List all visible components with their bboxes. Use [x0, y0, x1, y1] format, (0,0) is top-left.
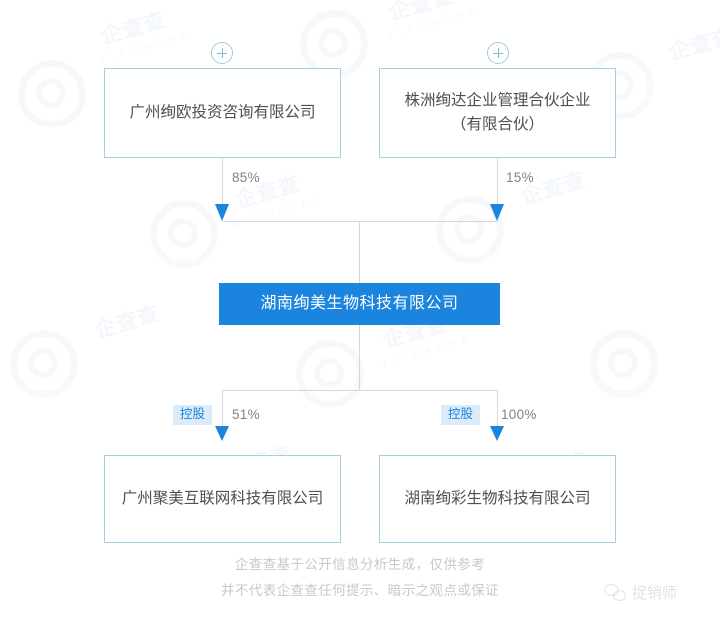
subsidiary-node-1[interactable]: 广州聚美互联网科技有限公司 [104, 455, 341, 543]
disclaimer-line-2: 并不代表企查查任何提示、暗示之观点或保证 [221, 582, 499, 598]
shareholder-node-1-label: 广州绚欧投资咨询有限公司 [129, 103, 316, 121]
edge-label-shareholder-2-percent: 15% [506, 170, 534, 185]
arrow-shareholder-1 [215, 204, 229, 221]
watermark-brand-sub: Q I C H A C H A [378, 333, 472, 369]
watermark-brand-text: 企查查 [98, 8, 169, 49]
connector-shareholder-1-vertical [222, 158, 223, 206]
watermark-brand-text: 企查查 [92, 302, 163, 343]
expand-shareholder-2-icon[interactable] [487, 42, 509, 64]
connector-root-outbound-vertical [359, 325, 360, 390]
shareholder-node-2[interactable]: 株洲绚达企业管理合伙企业（有限合伙） [379, 68, 616, 158]
subsidiary-2-control-tag: 控股 [441, 405, 481, 425]
subsidiary-node-1-label: 广州聚美互联网科技有限公司 [121, 489, 324, 507]
edge-label-subsidiary-1-percent: 51% [232, 407, 260, 422]
wechat-icon [604, 583, 626, 602]
expand-shareholder-1-icon[interactable] [211, 42, 233, 64]
subsidiary-1-control-tag: 控股 [173, 405, 213, 425]
disclaimer: 企查查基于公开信息分析生成，仅供参考 并不代表企查查任何提示、暗示之观点或保证 [0, 552, 720, 603]
edge-label-subsidiary-2-percent: 100% [501, 407, 537, 422]
connector-bottom-horizontal-bus [222, 390, 498, 391]
arrow-subsidiary-2 [490, 426, 504, 441]
shareholder-node-1[interactable]: 广州绚欧投资咨询有限公司 [104, 68, 341, 158]
watermark-logo-ring [296, 340, 364, 408]
subsidiary-node-2[interactable]: 湖南绚彩生物科技有限公司 [379, 455, 616, 543]
subsidiary-node-2-label: 湖南绚彩生物科技有限公司 [404, 489, 591, 507]
root-company-label: 湖南绚美生物科技有限公司 [260, 294, 459, 312]
watermark-logo-ring [590, 330, 658, 398]
watermark-brand-sub: Q I C H A C H A [230, 193, 324, 229]
watermark-logo-ring [18, 60, 86, 128]
watermark-logo-ring [150, 200, 218, 268]
connector-subsidiary-1-vertical [222, 390, 223, 428]
watermark-brand-sub: Q I C H A C H A [96, 29, 190, 65]
watermark-brand-text: 企查查 [386, 0, 457, 25]
connector-root-inbound-vertical [359, 221, 360, 283]
connector-subsidiary-2-vertical [497, 390, 498, 428]
connector-top-horizontal-bus [222, 221, 498, 222]
root-company-node[interactable]: 湖南绚美生物科技有限公司 [219, 283, 500, 325]
edge-label-shareholder-1-percent: 85% [232, 170, 260, 185]
disclaimer-line-1: 企查查基于公开信息分析生成，仅供参考 [234, 557, 486, 572]
corner-watermark-label: 捉销师 [632, 585, 678, 602]
arrow-shareholder-2 [490, 204, 504, 221]
corner-watermark: 捉销师 [604, 582, 677, 603]
watermark-logo-ring [10, 330, 78, 398]
watermark-brand-sub: Q I C H A C H A [384, 5, 478, 41]
shareholder-node-2-label: 株洲绚达企业管理合伙企业（有限合伙） [404, 91, 591, 133]
arrow-subsidiary-1 [215, 426, 229, 441]
connector-shareholder-2-vertical [497, 158, 498, 206]
watermark-brand-text: 企查查 [666, 24, 720, 65]
